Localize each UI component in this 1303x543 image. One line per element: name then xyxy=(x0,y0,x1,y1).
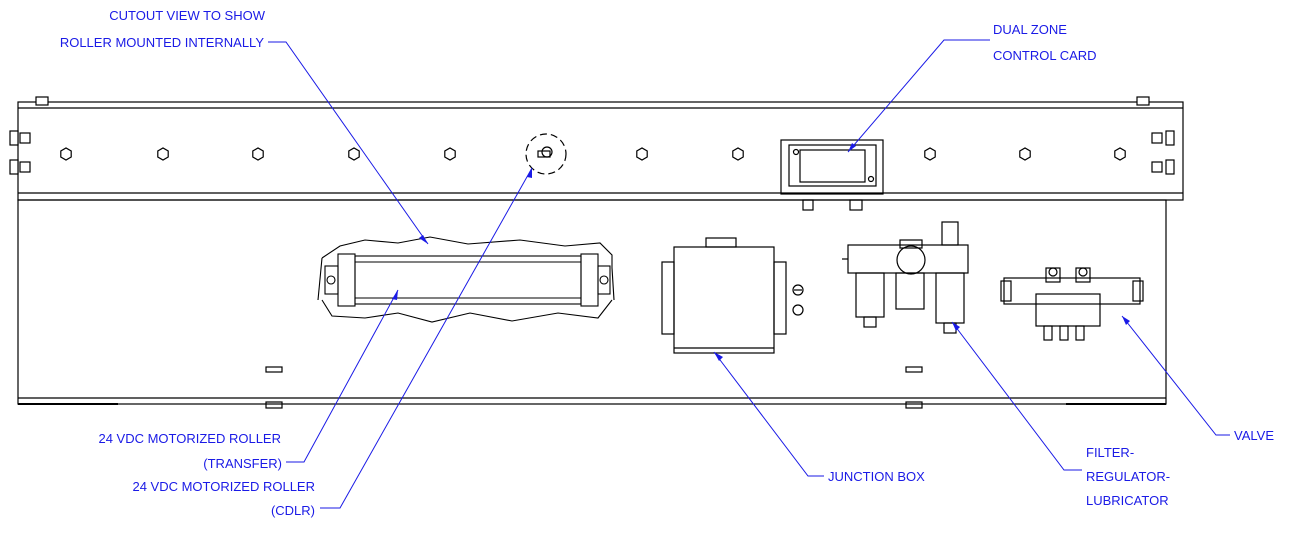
hex-fastener xyxy=(732,147,744,161)
top-rail xyxy=(17,101,1184,201)
callout-labels: CUTOUT VIEW TO SHOW ROLLER MOUNTED INTER… xyxy=(60,8,1275,518)
label-cdlr-line2: (CDLR) xyxy=(271,503,315,518)
label-transfer-line2: (TRANSFER) xyxy=(203,456,282,471)
hex-fastener xyxy=(924,147,936,161)
label-dual-zone-line1: DUAL ZONE xyxy=(993,22,1067,37)
leader-cdlr xyxy=(320,167,533,509)
label-cutout-line1: CUTOUT VIEW TO SHOW xyxy=(109,8,266,23)
hex-fastener xyxy=(1019,147,1031,161)
hex-fastener xyxy=(1114,147,1126,161)
roller-tube xyxy=(354,255,582,305)
hex-fastener xyxy=(60,147,72,161)
label-transfer-line1: 24 VDC MOTORIZED ROLLER xyxy=(98,431,281,446)
lower-panel xyxy=(17,199,1167,405)
corner-bolts xyxy=(9,96,1175,175)
control-card-enclosure xyxy=(780,139,884,211)
label-frl-line3: LUBRICATOR xyxy=(1086,493,1169,508)
shaft-detail xyxy=(525,133,567,175)
hex-fastener xyxy=(636,147,648,161)
label-junction-box: JUNCTION BOX xyxy=(828,469,925,484)
leader-dual-zone xyxy=(847,39,990,153)
leader-cutout xyxy=(268,41,429,245)
callout-arrowheads xyxy=(392,143,1130,361)
label-dual-zone-line2: CONTROL CARD xyxy=(993,48,1097,63)
frl-drawing xyxy=(842,221,969,334)
hex-fastener xyxy=(348,147,360,161)
hex-fastener xyxy=(157,147,169,161)
leader-frl xyxy=(951,321,1082,471)
label-cutout-line2: ROLLER MOUNTED INTERNALLY xyxy=(60,35,265,50)
hex-fasteners xyxy=(60,147,1126,161)
callout-leaders xyxy=(268,39,1230,509)
junction-box-drawing xyxy=(661,237,804,354)
hex-fastener xyxy=(444,147,456,161)
hex-fastener xyxy=(252,147,264,161)
label-cdlr-line1: 24 VDC MOTORIZED ROLLER xyxy=(132,479,315,494)
label-valve: VALVE xyxy=(1234,428,1274,443)
leader-transfer xyxy=(286,289,399,463)
leader-valve xyxy=(1121,315,1230,436)
label-frl-line2: REGULATOR- xyxy=(1086,469,1170,484)
leader-junction xyxy=(713,351,824,477)
roller-cutout xyxy=(317,236,615,323)
frame-assembly xyxy=(17,101,1184,409)
label-frl-line1: FILTER- xyxy=(1086,445,1134,460)
valve-drawing xyxy=(1000,267,1144,341)
